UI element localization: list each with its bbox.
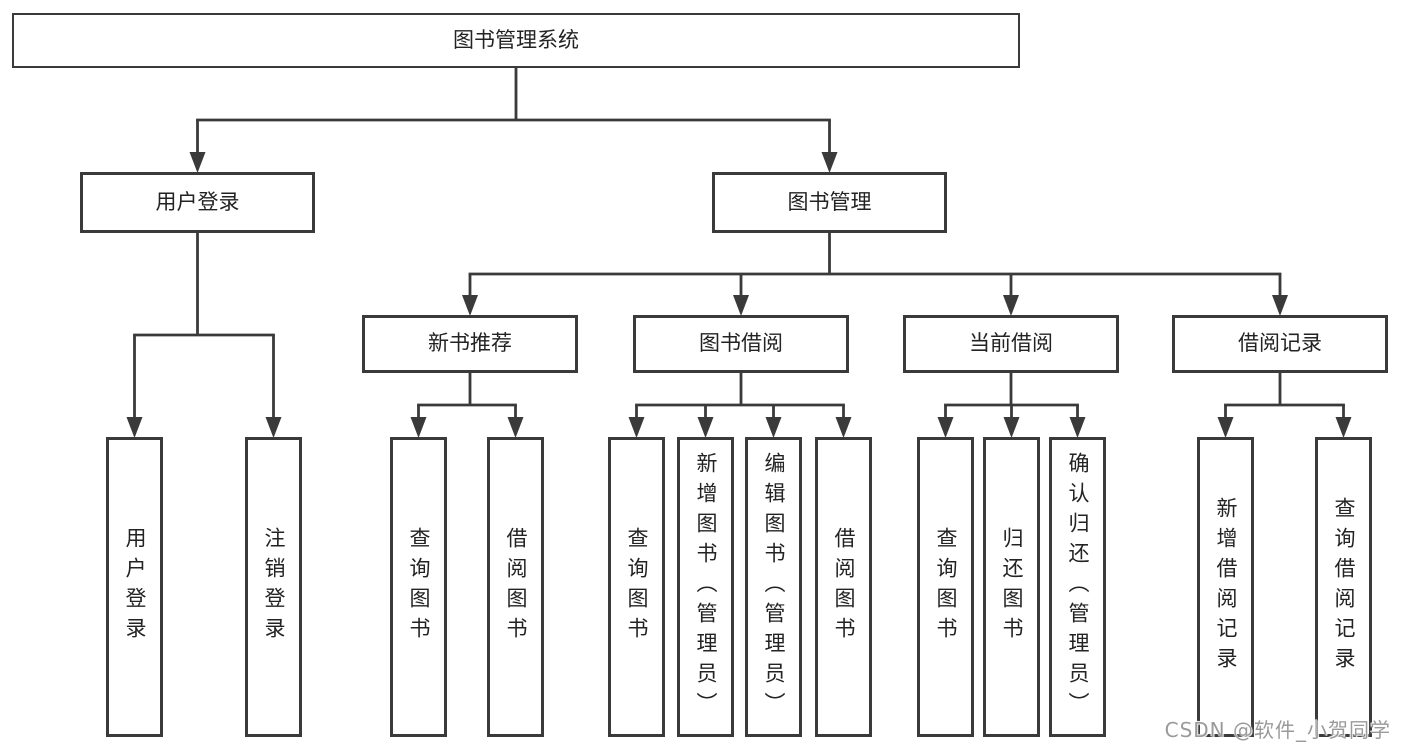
leaf-edit-book-admin: 编辑图书（管理员） — [745, 437, 802, 737]
leaf-logout-label: 注销登录 — [262, 527, 286, 647]
leaf-borrow-books-2-label: 借阅图书 — [832, 527, 856, 647]
leaf-return-book: 归还图书 — [983, 437, 1040, 737]
node-current-borrowing: 当前借阅 — [903, 315, 1119, 373]
leaf-confirm-return-admin: 确认归还（管理员） — [1049, 437, 1106, 737]
node-user-login: 用户登录 — [80, 172, 315, 233]
leaf-user-login: 用户登录 — [106, 437, 163, 737]
leaf-borrow-books-1: 借阅图书 — [487, 437, 544, 737]
leaf-confirm-return-admin-label: 确认归还（管理员） — [1066, 452, 1090, 722]
node-new-book-recommendation-label: 新书推荐 — [428, 331, 512, 356]
node-book-management-label: 图书管理 — [787, 189, 872, 214]
node-new-book-recommendation: 新书推荐 — [362, 315, 578, 373]
leaf-return-book-label: 归还图书 — [1000, 527, 1024, 647]
leaf-query-books-1: 查询图书 — [390, 437, 447, 737]
leaf-logout: 注销登录 — [245, 437, 302, 737]
node-user-login-label: 用户登录 — [155, 189, 240, 214]
node-book-borrowing: 图书借阅 — [633, 315, 849, 373]
leaf-query-borrow-record-label: 查询借阅记录 — [1332, 497, 1356, 677]
node-book-borrowing-label: 图书借阅 — [699, 331, 783, 356]
node-library-management-system-label: 图书管理系统 — [453, 27, 579, 52]
leaf-add-book-admin-label: 新增图书（管理员） — [694, 452, 718, 722]
leaf-query-books-3-label: 查询图书 — [934, 527, 958, 647]
leaf-edit-book-admin-label: 编辑图书（管理员） — [762, 452, 786, 722]
node-book-management: 图书管理 — [712, 172, 947, 233]
node-current-borrowing-label: 当前借阅 — [969, 331, 1053, 356]
node-borrowing-records: 借阅记录 — [1172, 315, 1388, 373]
node-library-management-system: 图书管理系统 — [12, 13, 1020, 68]
leaf-borrow-books-2: 借阅图书 — [815, 437, 872, 737]
leaf-borrow-books-1-label: 借阅图书 — [504, 527, 528, 647]
node-borrowing-records-label: 借阅记录 — [1238, 331, 1322, 356]
leaf-query-books-2: 查询图书 — [608, 437, 665, 737]
leaf-user-login-label: 用户登录 — [123, 527, 147, 647]
watermark: CSDN @软件_小贺同学 — [1164, 718, 1391, 742]
leaf-query-books-1-label: 查询图书 — [407, 527, 431, 647]
leaf-add-borrow-record: 新增借阅记录 — [1197, 437, 1254, 737]
leaf-add-book-admin: 新增图书（管理员） — [677, 437, 734, 737]
leaf-query-books-2-label: 查询图书 — [625, 527, 649, 647]
leaf-add-borrow-record-label: 新增借阅记录 — [1214, 497, 1238, 677]
leaf-query-books-3: 查询图书 — [917, 437, 974, 737]
leaf-query-borrow-record: 查询借阅记录 — [1315, 437, 1372, 737]
